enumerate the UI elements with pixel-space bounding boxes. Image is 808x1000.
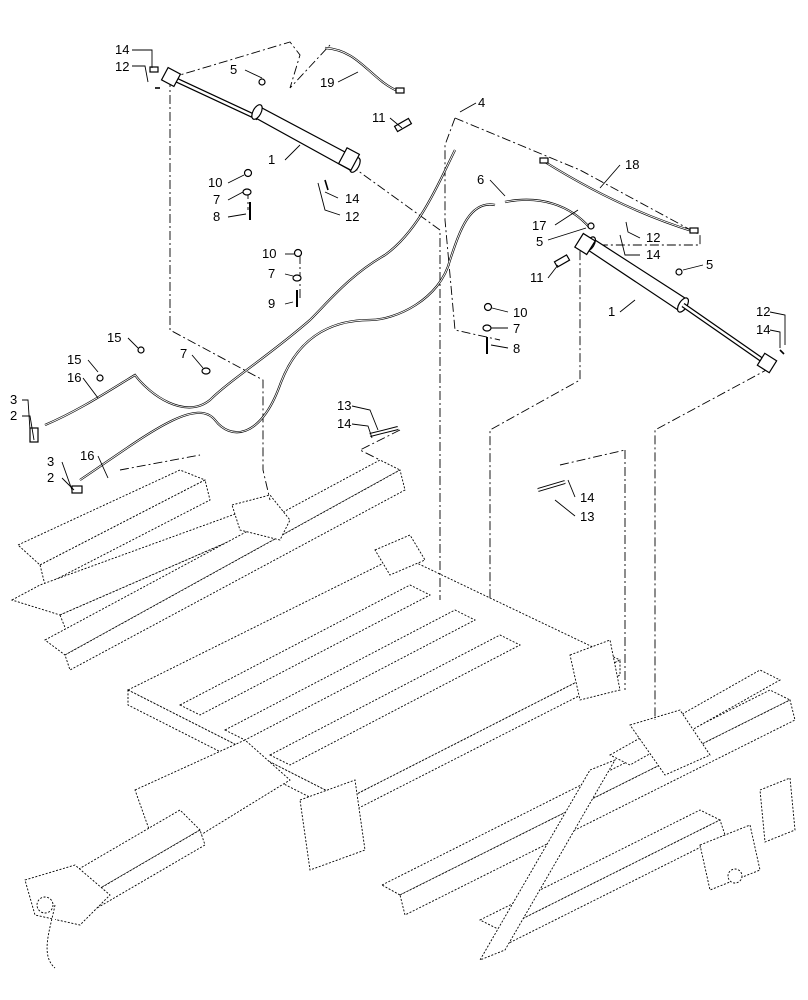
callout-10: 10 [262, 246, 276, 261]
callout-labels: 14 12 5 19 4 11 1 10 7 8 14 12 6 18 17 5… [10, 42, 770, 524]
callout-5: 5 [536, 234, 543, 249]
callout-7: 7 [268, 266, 275, 281]
callout-5: 5 [230, 62, 237, 77]
callout-15: 15 [107, 330, 121, 345]
leader-lines [22, 49, 786, 517]
implement-frame [10, 459, 796, 969]
callout-14: 14 [345, 191, 359, 206]
hydraulic-cylinder-right [573, 232, 778, 374]
hydraulic-cylinder-left [160, 66, 361, 173]
hose-coupler-left [149, 66, 699, 234]
callout-13: 13 [580, 509, 594, 524]
callout-13: 13 [337, 398, 351, 413]
callout-11: 11 [372, 110, 386, 125]
callout-5: 5 [706, 257, 713, 272]
hydraulic-hose-19 [324, 46, 401, 94]
callout-18: 18 [625, 157, 639, 172]
callout-1: 1 [608, 304, 615, 319]
callout-1: 1 [268, 152, 275, 167]
callout-3: 3 [47, 454, 54, 469]
callout-14: 14 [756, 322, 770, 337]
hydraulic-hose-17 [504, 198, 591, 229]
callout-3: 3 [10, 392, 17, 407]
callout-12: 12 [345, 209, 359, 224]
callout-12: 12 [115, 59, 129, 74]
callout-10: 10 [208, 175, 222, 190]
callout-8: 8 [213, 209, 220, 224]
callout-4: 4 [478, 95, 485, 110]
callout-15: 15 [67, 352, 81, 367]
callout-2: 2 [47, 470, 54, 485]
hydraulic-hose-6-long [79, 203, 496, 481]
callout-10: 10 [513, 305, 527, 320]
callout-9: 9 [268, 296, 275, 311]
callout-16: 16 [67, 370, 81, 385]
callout-14: 14 [115, 42, 129, 57]
callout-7: 7 [513, 321, 520, 336]
alignment-lines [119, 41, 771, 720]
callout-16: 16 [80, 448, 94, 463]
callout-14: 14 [337, 416, 351, 431]
callout-12: 12 [756, 304, 770, 319]
callout-19: 19 [320, 75, 334, 90]
callout-7: 7 [213, 192, 220, 207]
callout-12: 12 [646, 230, 660, 245]
callout-8: 8 [513, 341, 520, 356]
callout-2: 2 [10, 408, 17, 423]
hardware [29, 78, 785, 494]
callout-11: 11 [530, 270, 544, 285]
callout-7: 7 [180, 346, 187, 361]
callout-17: 17 [532, 218, 546, 233]
hydraulic-hose-4-long [44, 149, 456, 427]
callout-14: 14 [646, 247, 660, 262]
callout-14: 14 [580, 490, 594, 505]
callout-6: 6 [477, 172, 484, 187]
hydraulic-hose-18 [544, 161, 696, 234]
